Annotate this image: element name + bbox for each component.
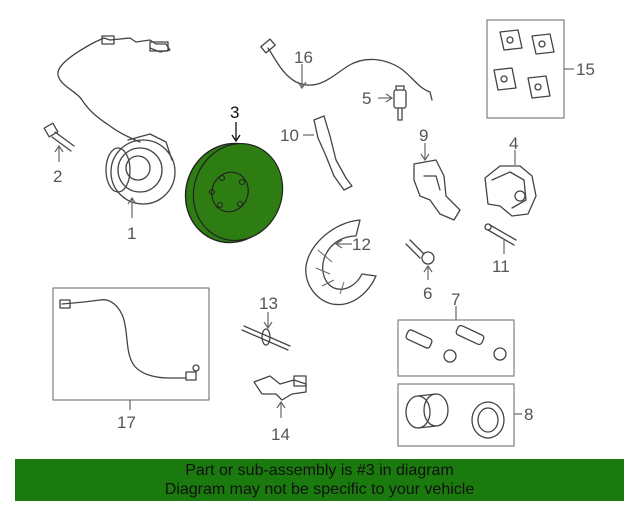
callout-3: 3 <box>230 103 239 122</box>
callout-16: 16 <box>294 48 313 67</box>
info-banner: Part or sub-assembly is #3 in diagram Di… <box>15 459 624 501</box>
part-13-pin[interactable] <box>241 325 291 351</box>
callout-14: 14 <box>271 425 290 444</box>
part-8-piston-seal[interactable] <box>397 383 515 447</box>
parts-diagram: 1 2 3 4 5 6 <box>43 19 595 447</box>
part-4-caliper[interactable] <box>484 165 537 217</box>
part-15-brake-pads[interactable] <box>486 19 565 119</box>
part-9-bracket[interactable] <box>413 159 461 221</box>
banner-line-2: Diagram may not be specific to your vehi… <box>164 481 475 498</box>
part-3-brake-rotor[interactable] <box>172 130 296 255</box>
part-1-wheel-hub[interactable] <box>57 35 176 205</box>
banner-line-1: Part or sub-assembly is #3 in diagram <box>185 462 454 479</box>
part-6-bolt[interactable] <box>405 239 435 265</box>
callout-10: 10 <box>280 126 299 145</box>
callout-6: 6 <box>423 284 432 303</box>
part-16-wear-sensor-wire[interactable] <box>260 38 433 101</box>
callout-15: 15 <box>576 60 595 79</box>
part-14-sensor-bracket[interactable] <box>253 375 307 401</box>
part-2-bolt[interactable] <box>43 122 75 152</box>
part-5-connector[interactable] <box>393 85 407 121</box>
callout-13: 13 <box>259 294 278 313</box>
callout-1: 1 <box>127 224 136 243</box>
callout-17: 17 <box>117 413 136 432</box>
part-11-pin[interactable] <box>484 223 517 246</box>
callout-9: 9 <box>419 126 428 145</box>
callout-8: 8 <box>524 405 533 424</box>
callout-7: 7 <box>451 290 460 309</box>
callout-4: 4 <box>509 134 518 153</box>
part-7-pin-kit[interactable] <box>397 319 515 377</box>
callout-5: 5 <box>362 89 371 108</box>
part-12-dust-shield[interactable] <box>305 219 377 306</box>
part-17-sensor-harness[interactable] <box>52 287 210 401</box>
part-10-clip[interactable] <box>313 115 353 191</box>
callout-11: 11 <box>492 257 510 276</box>
callout-12: 12 <box>352 235 371 254</box>
callout-2: 2 <box>53 167 62 186</box>
